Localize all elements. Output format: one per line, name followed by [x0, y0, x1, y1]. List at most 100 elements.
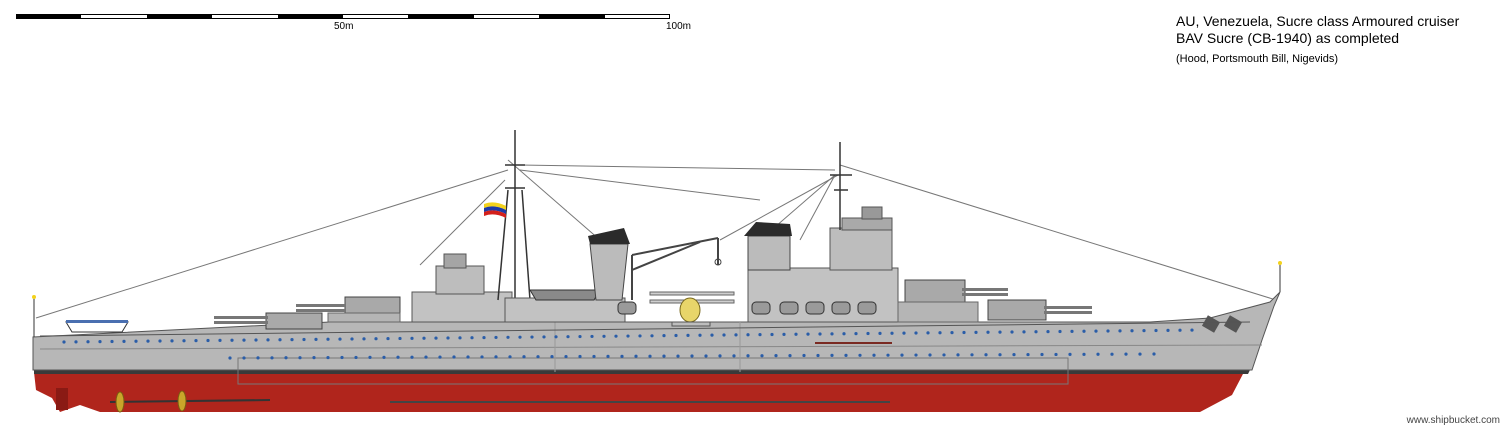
porthole [718, 354, 722, 358]
propeller-icon [115, 391, 125, 413]
porthole [662, 334, 666, 338]
porthole [662, 354, 666, 358]
porthole [634, 354, 638, 358]
porthole [290, 337, 294, 342]
scale-segment [408, 15, 474, 19]
porthole [732, 354, 736, 358]
porthole [602, 334, 606, 338]
porthole [1096, 352, 1100, 356]
porthole [170, 339, 174, 343]
porthole [1154, 328, 1158, 333]
armour-belt-outline [237, 357, 1069, 385]
forward-funnel-cap [744, 222, 792, 236]
porthole [844, 353, 848, 357]
porthole [482, 335, 486, 340]
porthole [866, 331, 870, 336]
porthole [302, 337, 306, 342]
porthole [518, 335, 522, 339]
porthole [782, 332, 786, 336]
porthole [218, 338, 222, 342]
porthole [134, 339, 138, 343]
porthole [434, 336, 438, 340]
porthole [1094, 329, 1098, 333]
porthole [1026, 352, 1030, 357]
porthole [984, 353, 988, 357]
porthole [396, 355, 400, 359]
porthole [494, 335, 498, 340]
porthole [770, 332, 774, 337]
bridge-superstructure [747, 267, 899, 323]
porthole [928, 353, 932, 357]
porthole [1058, 329, 1062, 334]
forward-director [861, 206, 883, 220]
porthole [1082, 329, 1086, 333]
bridge-block [829, 227, 893, 271]
porthole [266, 338, 270, 342]
porthole [338, 337, 342, 341]
porthole [1166, 328, 1170, 332]
porthole [914, 353, 918, 357]
scale-segment [212, 15, 278, 19]
porthole [1138, 352, 1142, 356]
porthole [410, 355, 414, 359]
title-line-2: BAV Sucre (CB-1940) as completed [1176, 30, 1400, 46]
porthole [1142, 328, 1146, 333]
watermark: www.shipbucket.com [1406, 415, 1500, 426]
porthole [254, 338, 258, 342]
porthole [1124, 352, 1128, 356]
porthole [1068, 352, 1072, 356]
porthole [98, 340, 102, 344]
porthole [690, 354, 694, 358]
porthole [438, 355, 442, 359]
porthole [686, 333, 690, 338]
porthole [592, 354, 596, 359]
porthole [962, 330, 966, 335]
scale-label-100m: 100m [666, 21, 692, 32]
porthole [734, 333, 738, 337]
porthole [914, 331, 918, 335]
scale-segment [343, 15, 409, 19]
rigging-lines [35, 159, 1277, 319]
title-line-1: AU, Venezuela, Sucre class Armoured crui… [1176, 13, 1460, 29]
porthole [614, 334, 618, 338]
porthole [74, 340, 78, 344]
propeller-shaft [109, 399, 271, 403]
aft-funnel-cap [588, 228, 630, 244]
turret-aft-upper [296, 296, 401, 323]
porthole [998, 353, 1002, 357]
hull-strake-line [39, 344, 1263, 350]
boot-topping [34, 370, 1250, 374]
porthole [676, 354, 680, 358]
portholes [62, 328, 1194, 360]
porthole [182, 339, 186, 343]
porthole [374, 337, 378, 341]
porthole [1012, 353, 1016, 357]
ship-boat-icon [65, 321, 129, 333]
porthole [206, 338, 210, 343]
porthole [830, 332, 834, 336]
porthole [1034, 330, 1038, 334]
porthole [1110, 352, 1114, 356]
porthole [522, 355, 526, 359]
porthole [774, 354, 778, 358]
porthole [284, 356, 288, 360]
scale-segment [473, 15, 540, 19]
bow-light [1278, 261, 1282, 265]
ship-boat-icon [529, 289, 601, 301]
porthole [1070, 329, 1074, 333]
porthole [986, 330, 990, 334]
porthole [566, 335, 570, 339]
credits-line: (Hood, Portsmouth Bill, Nigevids) [1176, 53, 1339, 65]
scale-segment [146, 15, 213, 19]
porthole [788, 353, 792, 358]
porthole [314, 337, 318, 341]
porthole [446, 336, 450, 340]
porthole [554, 335, 558, 339]
porthole [1022, 330, 1026, 334]
rudder [56, 388, 68, 410]
porthole [466, 355, 470, 359]
scale-label-50m: 50m [334, 21, 354, 32]
porthole [1190, 328, 1194, 332]
porthole [970, 353, 974, 357]
porthole [452, 355, 456, 359]
